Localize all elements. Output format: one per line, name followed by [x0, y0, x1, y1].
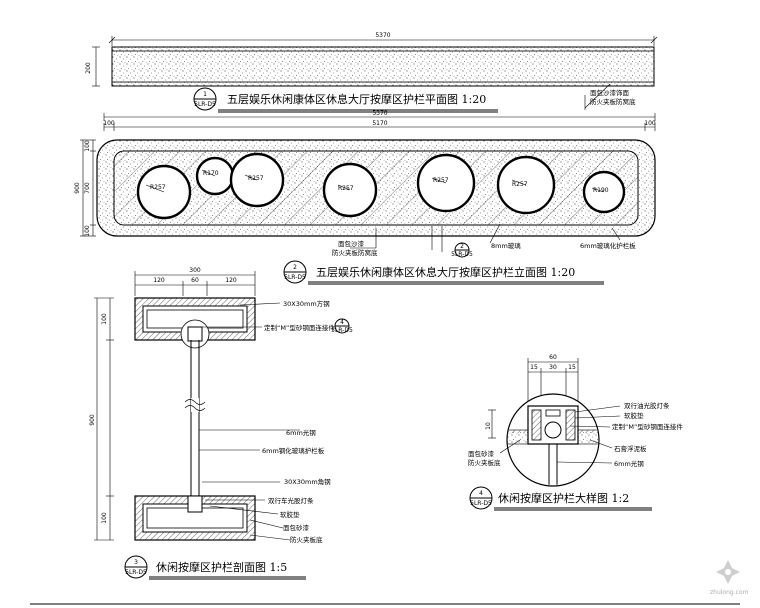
- elev-note-bottom-1a: 面包沙漆: [338, 239, 365, 248]
- plan-note-line1: 面包沙漆饰面: [590, 88, 630, 97]
- plan-title: 五层娱乐休闲康体区休息大厅按摩区护栏平面图 1:20: [227, 92, 486, 106]
- elev-circle-1: R257: [136, 164, 192, 220]
- section-label-5: 30X30mm角钢: [284, 477, 331, 486]
- detail-title: 休闲按摩区护栏大样图 1:2: [498, 491, 629, 505]
- detail-dim-c: 15: [568, 364, 576, 371]
- detail-label-l1: 面包砂漆: [468, 449, 495, 458]
- elev-circle-3: R257: [229, 152, 285, 208]
- section-label-2: 定制“M”型砂钢面连接件: [264, 323, 335, 332]
- plan-tag: 1 5LR-D5: [193, 87, 217, 111]
- svg-text:R257: R257: [150, 184, 166, 191]
- detail-label-r5: 6mm光钢: [614, 459, 644, 468]
- elev-title: 五层娱乐休闲康体区休息大厅按摩区护栏立面图 1:20: [316, 265, 575, 279]
- plan-rail: [111, 46, 655, 87]
- section-title: 休闲按摩区护栏剖面图 1:5: [156, 560, 287, 574]
- section-label-7: 软胶垫: [280, 510, 300, 519]
- elev-circle-6: R257: [496, 155, 556, 215]
- elevation-view: 5370 5170 100 100 100 700 100 900 R257: [74, 110, 656, 285]
- section-label-9: 防火夹板底: [290, 535, 323, 544]
- section-label-6: 双行车光股灯条: [268, 496, 314, 505]
- elev-left-end-dim: 100: [103, 120, 115, 127]
- elev-total-height: 900: [74, 182, 81, 194]
- elev-circle-4: R257: [322, 162, 378, 218]
- elev-circle-2: R170: [195, 156, 235, 196]
- watermark: zhulong.com: [710, 560, 749, 596]
- detail-label-r1: 双行油光胶灯条: [624, 401, 670, 410]
- svg-text:R257: R257: [248, 175, 264, 182]
- elev-height-bottom: 100: [84, 225, 91, 237]
- section-dim-mid: 60: [191, 277, 199, 284]
- detail-left-dim: 10: [485, 422, 492, 430]
- section-label-3: 6mm光钢: [286, 428, 316, 437]
- elev-inner-dim: 5170: [372, 120, 387, 127]
- watermark-text: zhulong.com: [710, 589, 749, 596]
- svg-text:R257: R257: [512, 181, 528, 188]
- detail-dim-b: 30: [549, 364, 557, 371]
- elev-note-bottom-1b: 防火夹板防窝底: [332, 248, 378, 257]
- section-callout-tag: 4 5LR-D5: [331, 318, 353, 334]
- detail-dim-a: 15: [530, 364, 538, 371]
- section-label-1: 30X30mm方钢: [283, 299, 330, 308]
- svg-text:1: 1: [203, 91, 207, 98]
- elev-height-mid: 700: [84, 182, 91, 194]
- plan-overall-dim: 5370: [375, 32, 390, 39]
- section-label-8: 面包砂漆: [283, 523, 310, 532]
- section-overall-width: 300: [189, 267, 201, 274]
- elev-tag: 2 5LR-D5: [283, 260, 307, 284]
- svg-text:5LR-D5: 5LR-D5: [194, 101, 216, 108]
- svg-text:4: 4: [479, 490, 483, 497]
- watermark-logo-icon: [716, 560, 740, 584]
- svg-text:R257: R257: [433, 177, 449, 184]
- plan-view: 5370 200 面包沙漆饰面 防火夹板防窝底 1 5LR-D5 五层娱乐休闲康…: [85, 32, 658, 113]
- elev-top-dim: 5370: [372, 110, 387, 117]
- svg-text:5LR-D5: 5LR-D5: [331, 327, 353, 334]
- svg-text:2: 2: [460, 243, 464, 250]
- section-label-4: 6mm钢化玻璃护栏板: [262, 446, 325, 455]
- elev-right-end-dim: 100: [644, 120, 656, 127]
- section-left-dim-mid: 900: [89, 414, 96, 426]
- detail-dim-total: 60: [549, 354, 557, 361]
- svg-text:2: 2: [293, 264, 297, 271]
- detail-label-r3: 定制“M”型砂钢面连接件: [612, 422, 683, 431]
- plan-height-dim: 200: [85, 62, 92, 74]
- detail-label-r2: 软胶垫: [624, 411, 644, 420]
- section-left-dim-bottom: 100: [101, 512, 108, 524]
- svg-text:3: 3: [134, 559, 138, 566]
- elev-note-glass: 8mm玻璃: [491, 241, 521, 250]
- svg-text:5LR-D5: 5LR-D5: [125, 569, 147, 576]
- detail-label-r4: 石膏浮泥板: [614, 444, 647, 453]
- svg-text:5LR-D5: 5LR-D5: [470, 500, 492, 507]
- elev-circle-7: R190: [582, 170, 626, 214]
- svg-text:5LR-D5: 5LR-D5: [451, 251, 473, 258]
- elev-note-right: 6mm玻璃化护栏板: [580, 241, 636, 250]
- svg-text:R190: R190: [593, 187, 609, 194]
- section-left-dim-top: 100: [101, 313, 108, 325]
- svg-text:4: 4: [340, 319, 344, 326]
- plan-note-line2: 防火夹板防窝底: [590, 97, 636, 106]
- svg-text:5LR-D5: 5LR-D5: [284, 274, 306, 281]
- section-dim-left: 120: [153, 277, 165, 284]
- svg-text:R170: R170: [203, 170, 219, 177]
- section-view: 300 120 60 120 100 900 100: [89, 267, 353, 580]
- svg-text:R257: R257: [338, 185, 354, 192]
- section-tag: 3 5LR-D5: [124, 555, 148, 579]
- section-dim-right: 120: [225, 277, 237, 284]
- detail-tag: 4 5LR-D5: [469, 486, 493, 510]
- detail-label-l2: 防火夹板底: [468, 458, 501, 467]
- elev-circle-5: R257: [416, 153, 476, 213]
- elev-callout-tag: 2 5LR-D5: [451, 242, 473, 258]
- elev-height-top: 100: [84, 140, 91, 152]
- detail-view: 60 15 30 15 10 双行油光胶灯条 软胶垫 定制: [468, 354, 683, 511]
